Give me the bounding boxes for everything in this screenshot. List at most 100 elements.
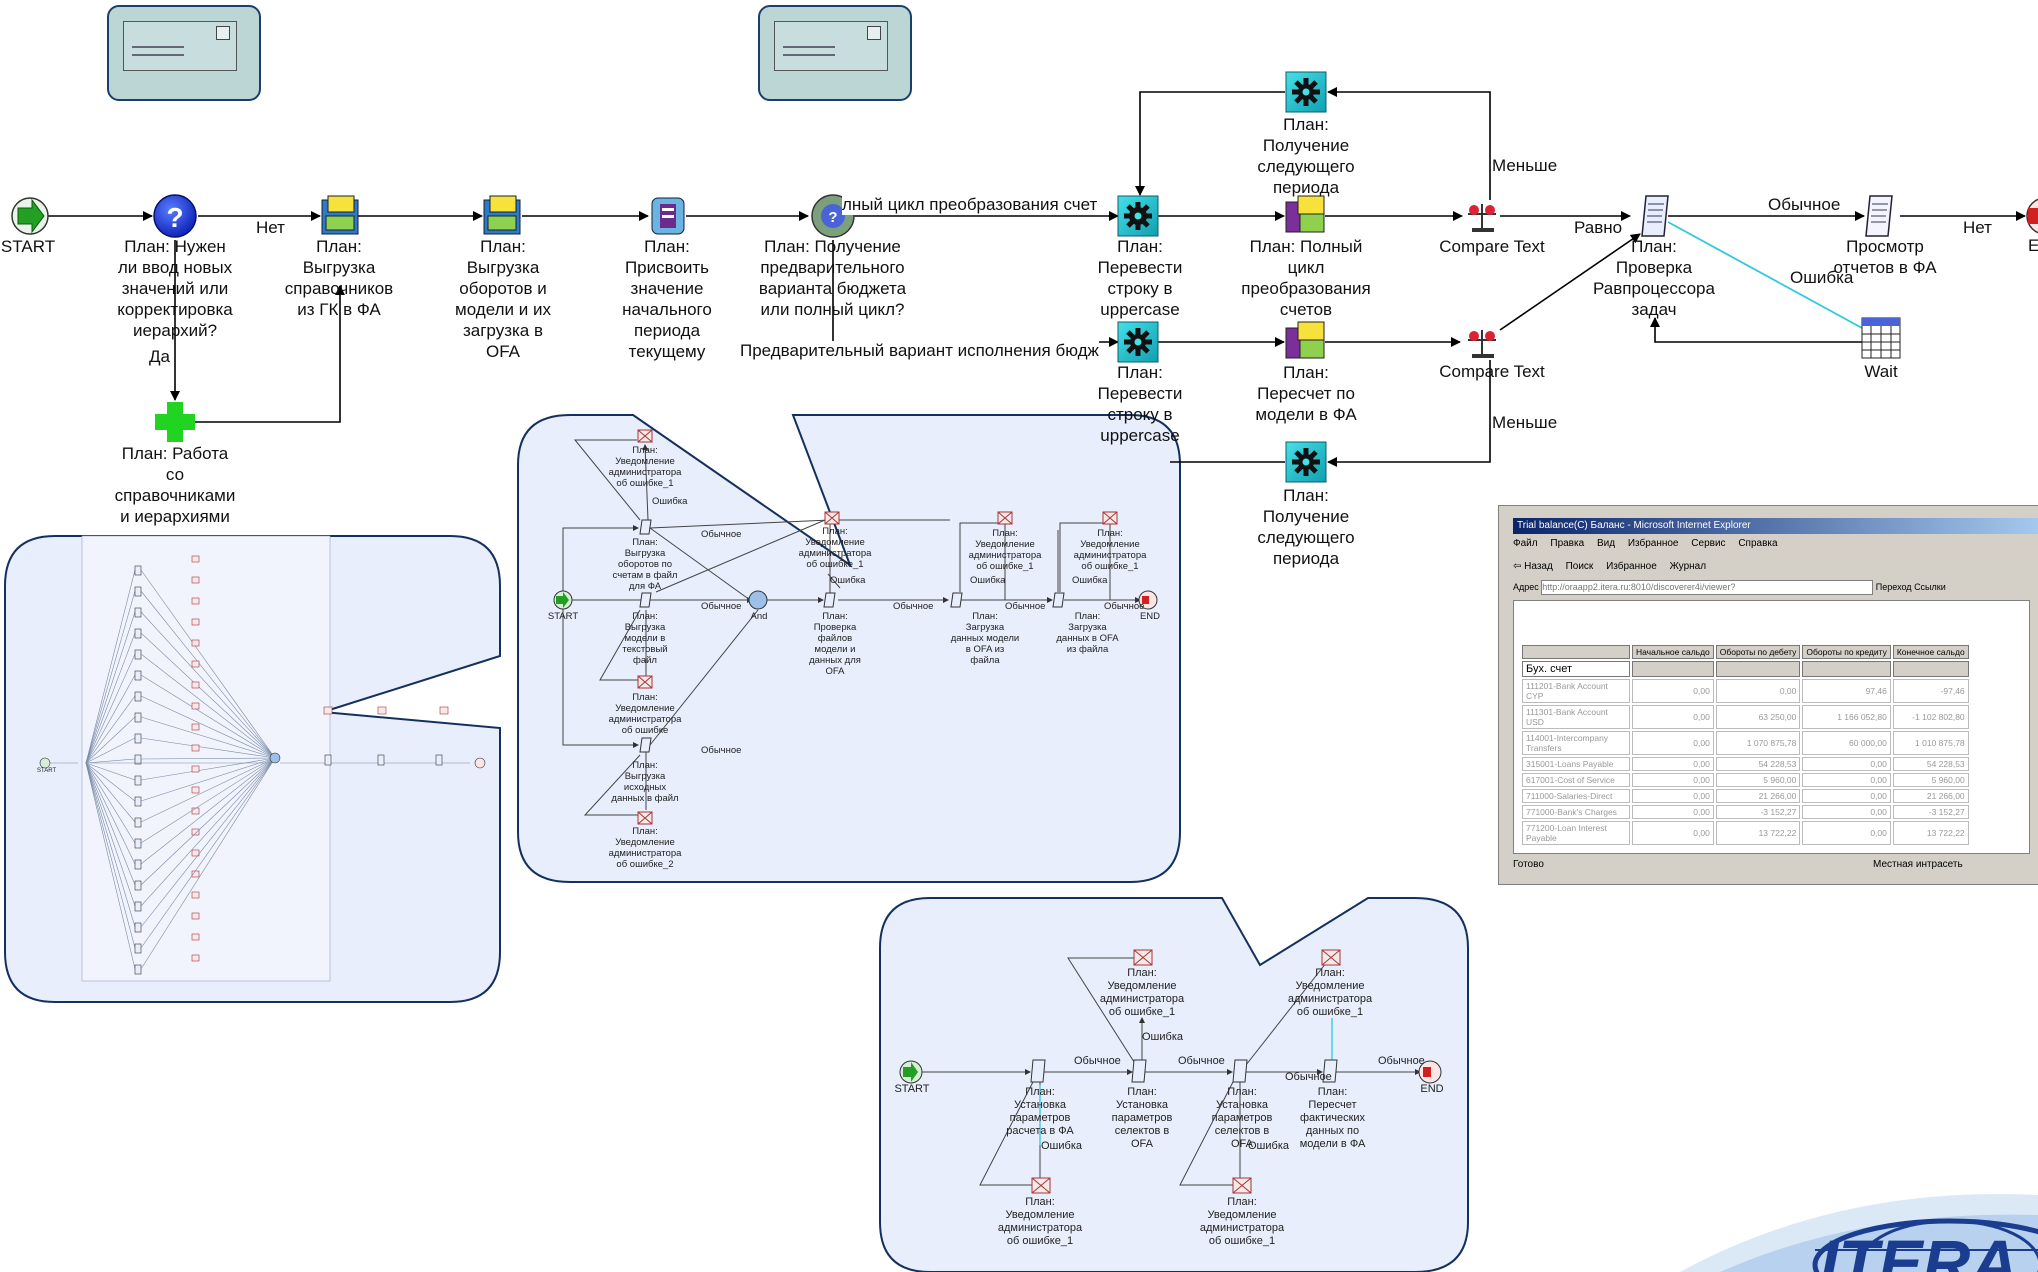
gear-icon bbox=[1117, 195, 1159, 237]
mini-notify-node bbox=[191, 597, 200, 605]
mini-edge bbox=[85, 762, 136, 928]
edge-no-label: Нет bbox=[256, 218, 285, 237]
mini-edge bbox=[140, 757, 276, 865]
mini-edge bbox=[140, 632, 276, 759]
mini-task-node bbox=[134, 565, 142, 576]
value-cell: -1 102 802,80 bbox=[1892, 705, 1969, 729]
account-cell: 111201-Bank Account CYP bbox=[1522, 679, 1630, 703]
mini-edge bbox=[140, 757, 276, 949]
report-icon bbox=[1865, 195, 1893, 237]
question-icon: ? bbox=[153, 194, 197, 238]
edge-error-label: Ошибка bbox=[1790, 268, 1854, 287]
full-conv-label: План: Полный цикл преобразования счетов bbox=[1241, 237, 1371, 319]
links-button[interactable]: Ссылки bbox=[1914, 582, 1946, 592]
mid-flow-edges bbox=[562, 439, 1141, 816]
end-node-icon bbox=[2026, 198, 2038, 234]
mid-edge-error: Ошибка bbox=[652, 496, 688, 507]
export-refs-icon bbox=[321, 195, 359, 235]
mid-edge-error: Ошибка bbox=[1072, 575, 1108, 586]
menu-item-help[interactable]: Справка bbox=[1738, 538, 1778, 549]
mid-load-data-label: План: Загрузка данных в OFA из файла bbox=[1056, 611, 1119, 655]
mini-edge bbox=[140, 674, 276, 759]
mini-notify-node bbox=[191, 828, 200, 836]
mini-edge bbox=[140, 695, 276, 759]
go-button[interactable]: Переход bbox=[1875, 582, 1912, 592]
menu-item-edit[interactable]: Правка bbox=[1550, 538, 1585, 549]
mini-edge bbox=[85, 762, 136, 823]
value-cell: 54 228,53 bbox=[1892, 757, 1969, 771]
status-bar: Готово Местная интрасеть bbox=[1513, 858, 2038, 872]
bottom-notify-label: План: Уведомление администратора об ошиб… bbox=[1099, 967, 1185, 1018]
mini-task-node bbox=[134, 922, 142, 933]
export-turnover-label: План: Выгрузка оборотов и модели и их за… bbox=[455, 237, 551, 361]
uppercase-label: План: Перевести строку в uppercase bbox=[1097, 363, 1183, 445]
mini-edge bbox=[85, 762, 136, 781]
q-new-values-label: План: Нужен ли ввод новых значений или к… bbox=[117, 237, 233, 340]
account-header: Бух. счет bbox=[1522, 661, 1630, 677]
callout-bubble-bottom bbox=[879, 897, 1469, 1272]
value-cell: 0,00 bbox=[1802, 789, 1891, 803]
mini-task-node bbox=[134, 817, 142, 828]
menu-item-favorites[interactable]: Избранное bbox=[1627, 538, 1679, 549]
value-cell: 5 960,00 bbox=[1892, 773, 1969, 787]
bottom-edge-normal: Обычное bbox=[1074, 1055, 1121, 1067]
end-label: E bbox=[2028, 236, 2038, 255]
trial-balance-table: Начальное сальдо Обороты по дебету Оборо… bbox=[1520, 643, 1971, 847]
start-node-icon bbox=[11, 197, 49, 235]
mini-notify-node bbox=[191, 576, 200, 584]
bottom-recalc-label: План: Пересчет фактических данных по мод… bbox=[1299, 1086, 1366, 1150]
compare-text-label: Compare Text bbox=[1439, 362, 1545, 381]
favorites-button[interactable]: Избранное bbox=[1606, 561, 1657, 572]
mid-notify-label: План: Уведомление администратора об ошиб… bbox=[1073, 528, 1147, 572]
check-proc-label: План: Проверка Равпроцессора задач bbox=[1593, 237, 1715, 319]
mini-notify-node bbox=[191, 933, 200, 941]
edge-normal-label: Обычное bbox=[1768, 195, 1841, 214]
mid-edge-normal: Обычное bbox=[701, 745, 742, 756]
mini-edge bbox=[140, 590, 276, 759]
column-header: Конечное сальдо bbox=[1892, 645, 1969, 659]
value-cell: 5 960,00 bbox=[1715, 773, 1801, 787]
value-cell: -3 152,27 bbox=[1715, 805, 1801, 819]
mini-task-node bbox=[134, 838, 142, 849]
note-icon bbox=[758, 5, 912, 101]
mid-and-label: And bbox=[750, 611, 768, 622]
search-button[interactable]: Поиск bbox=[1565, 561, 1594, 572]
bottom-notify-label: План: Уведомление администратора об ошиб… bbox=[997, 1196, 1083, 1247]
address-bar: Адрес http://oraapp2.itera.ru:8010/disco… bbox=[1513, 578, 2038, 596]
column-header: Обороты по дебету bbox=[1715, 645, 1801, 659]
menu-item-tools[interactable]: Сервис bbox=[1691, 538, 1726, 549]
value-cell: 0,00 bbox=[1632, 821, 1714, 845]
account-cell: 711000-Salaries-Direct bbox=[1522, 789, 1630, 803]
value-cell: 21 266,00 bbox=[1892, 789, 1969, 803]
browser-menubar: Файл Правка Вид Избранное Сервис Справка bbox=[1513, 536, 2038, 552]
menu-item-file[interactable]: Файл bbox=[1513, 538, 1538, 549]
mid-edge-normal: Обычное bbox=[1104, 601, 1145, 612]
mini-notify-node bbox=[191, 723, 200, 731]
start-label: START bbox=[0, 237, 56, 256]
mid-notify-label: План: Уведомление администратора об ошиб… bbox=[608, 692, 682, 736]
mid-edge-error: Ошибка bbox=[830, 575, 866, 586]
callout-bubble-mid bbox=[517, 414, 1181, 883]
note-icon bbox=[107, 5, 261, 101]
left-start-label: START bbox=[37, 768, 57, 774]
url-field[interactable]: http://oraapp2.itera.ru:8010/discoverer4… bbox=[1541, 580, 1874, 596]
mid-export-turnover-label: План: Выгрузка оборотов по счетам в файл… bbox=[612, 537, 678, 592]
bottom-set-selectors-label: План: Установка параметров селектов в OF… bbox=[1111, 1086, 1173, 1150]
menu-item-view[interactable]: Вид bbox=[1596, 538, 1616, 549]
view-reports-label: Просмотр отчетов в ФА bbox=[1833, 237, 1937, 277]
export-turnover-icon bbox=[483, 195, 521, 235]
mini-edge bbox=[85, 762, 136, 865]
mid-export-model-label: План: Выгрузка модели в текстовый файл bbox=[622, 611, 668, 666]
itera-logo bbox=[1680, 1193, 2038, 1272]
mini-edge bbox=[85, 762, 136, 886]
history-button[interactable]: Журнал bbox=[1669, 561, 1707, 572]
bottom-edge-normal: Обычное bbox=[1285, 1071, 1332, 1083]
mini-edge bbox=[140, 757, 276, 781]
recalc-label: План: Пересчет по модели в ФА bbox=[1255, 363, 1357, 424]
value-cell: 0,00 bbox=[1802, 821, 1891, 845]
back-button[interactable]: ⇦ Назад bbox=[1513, 561, 1553, 572]
mini-edge bbox=[140, 757, 276, 928]
